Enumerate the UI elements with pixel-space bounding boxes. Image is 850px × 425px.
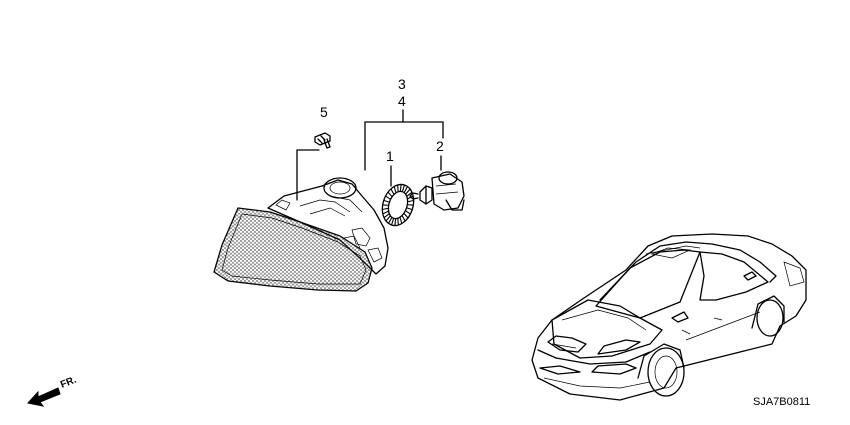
- screw-part: [314, 132, 331, 149]
- direction-label: FR.: [59, 374, 78, 390]
- callout-5: 5: [320, 104, 328, 120]
- vehicle-illustration: [531, 233, 807, 401]
- fog-light-assembly: [213, 177, 389, 292]
- callout-group: 5 3 4 1 2: [296, 76, 444, 201]
- gasket-ring-part: [381, 183, 415, 227]
- callout-2: 2: [436, 138, 444, 154]
- callout-1: 1: [386, 148, 394, 164]
- bulb-part: [409, 171, 465, 211]
- fog-light-lens: [213, 207, 373, 292]
- direction-arrow-icon: [27, 387, 61, 407]
- callout-4: 4: [398, 93, 406, 109]
- car-body: [531, 233, 807, 401]
- front-direction-indicator: FR.: [27, 374, 78, 407]
- diagram-code: SJA7B0811: [753, 396, 810, 408]
- front-wheel: [647, 347, 685, 397]
- leader-3-4: [364, 109, 444, 171]
- callout-3: 3: [398, 76, 406, 92]
- leader-5: [296, 149, 320, 201]
- rear-wheel: [756, 299, 784, 337]
